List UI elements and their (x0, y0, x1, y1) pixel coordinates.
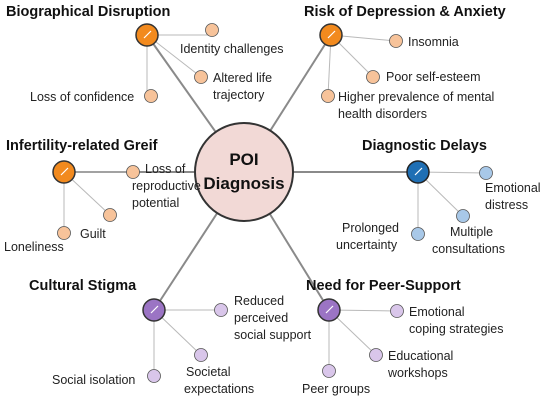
leaf-label-peer-groups: Peer groups (302, 382, 370, 396)
leaf-label-isolation: Social isolation (52, 373, 135, 387)
leaf-dot-loneliness[interactable] (57, 226, 71, 240)
leaf-dot-societal[interactable] (194, 348, 208, 362)
leaf-label-mental-2: health disorders (338, 107, 427, 121)
center-title-line1: POI (229, 150, 258, 169)
cluster-delays: Diagnostic Delays Emotional distress Pro… (336, 138, 541, 256)
cluster-biographical: Biographical Disruption Identity challen… (6, 4, 284, 104)
leaf-label-self-esteem: Poor self-esteem (386, 70, 480, 84)
leaf-label-altered-2: trajectory (213, 88, 265, 102)
cluster-peer: Need for Peer-Support Emotional coping s… (302, 278, 504, 396)
cluster-depression: Risk of Depression & Anxiety Insomnia Po… (304, 4, 506, 121)
cluster-title-delays: Diagnostic Delays (362, 138, 487, 154)
hub-arrow-infertility (60, 167, 69, 176)
leaf-label-reduced-1: Reduced (234, 294, 284, 308)
leaf-label-prolonged-1: Prolonged (342, 221, 399, 235)
leaf-label-multiple-2: consultations (432, 242, 505, 256)
leaf-label-mental-1: Higher prevalence of mental (338, 90, 494, 104)
leaf-dot-prolonged[interactable] (411, 227, 425, 241)
leaf-label-guilt: Guilt (80, 227, 106, 241)
leaf-dot-coping[interactable] (390, 304, 404, 318)
leaf-label-insomnia: Insomnia (408, 35, 459, 49)
leaf-label-reproductive-2: reproductive (132, 179, 201, 193)
leaf-label-prolonged-2: uncertainty (336, 238, 398, 252)
leaf-label-educational-2: workshops (387, 366, 448, 380)
center-node[interactable]: POI Diagnosis (194, 122, 294, 222)
leaf-label-reproductive-3: potential (132, 196, 179, 210)
leaf-dot-multiple[interactable] (456, 209, 470, 223)
leaf-label-identity: Identity challenges (180, 42, 284, 56)
leaf-dot-educational[interactable] (369, 348, 383, 362)
center-title-line2: Diagnosis (203, 174, 284, 193)
leaf-label-reduced-2: perceived (234, 311, 288, 325)
leaf-dot-reproductive[interactable] (126, 165, 140, 179)
leaf-dot-emotional-distress[interactable] (479, 166, 493, 180)
hub-arrow-peer (325, 305, 334, 314)
cluster-title-biographical: Biographical Disruption (6, 4, 170, 20)
leaf-label-multiple-1: Multiple (450, 225, 493, 239)
hub-arrow-biographical (143, 30, 152, 39)
leaf-label-reduced-3: social support (234, 328, 312, 342)
leaf-label-loneliness: Loneliness (4, 240, 64, 254)
leaf-label-altered-1: Altered life (213, 71, 272, 85)
leaf-dot-identity[interactable] (205, 23, 219, 37)
leaf-dot-loss-confidence[interactable] (144, 89, 158, 103)
leaf-dot-reduced[interactable] (214, 303, 228, 317)
cluster-title-depression: Risk of Depression & Anxiety (304, 4, 506, 20)
cluster-stigma: Cultural Stigma Reduced perceived social… (29, 278, 312, 396)
leaf-label-reproductive-1: Loss of (145, 162, 186, 176)
cluster-title-infertility: Infertility-related Greif (6, 138, 158, 154)
leaf-label-educational-1: Educational (388, 349, 453, 363)
leaf-label-societal-2: expectations (184, 382, 254, 396)
leaf-label-coping-2: coping strategies (409, 322, 504, 336)
leaf-dot-isolation[interactable] (147, 369, 161, 383)
leaf-dot-insomnia[interactable] (389, 34, 403, 48)
cluster-infertility: Infertility-related Greif Loss of reprod… (4, 138, 201, 254)
cluster-title-stigma: Cultural Stigma (29, 278, 137, 294)
leaf-dot-self-esteem[interactable] (366, 70, 380, 84)
leaf-label-coping-1: Emotional (409, 305, 465, 319)
leaf-label-emotional-distress-1: Emotional (485, 181, 541, 195)
leaf-dot-peer-groups[interactable] (322, 364, 336, 378)
hub-arrow-depression (327, 30, 336, 39)
hub-arrow-delays (414, 167, 423, 176)
leaf-label-loss-confidence: Loss of confidence (30, 90, 134, 104)
leaf-dot-mental[interactable] (321, 89, 335, 103)
leaf-label-emotional-distress-2: distress (485, 198, 528, 212)
leaf-dot-guilt[interactable] (103, 208, 117, 222)
leaf-dot-altered[interactable] (194, 70, 208, 84)
leaf-label-societal-1: Societal (186, 365, 230, 379)
center-circle (194, 122, 294, 222)
cluster-title-peer: Need for Peer-Support (306, 278, 461, 294)
hub-arrow-stigma (150, 305, 159, 314)
